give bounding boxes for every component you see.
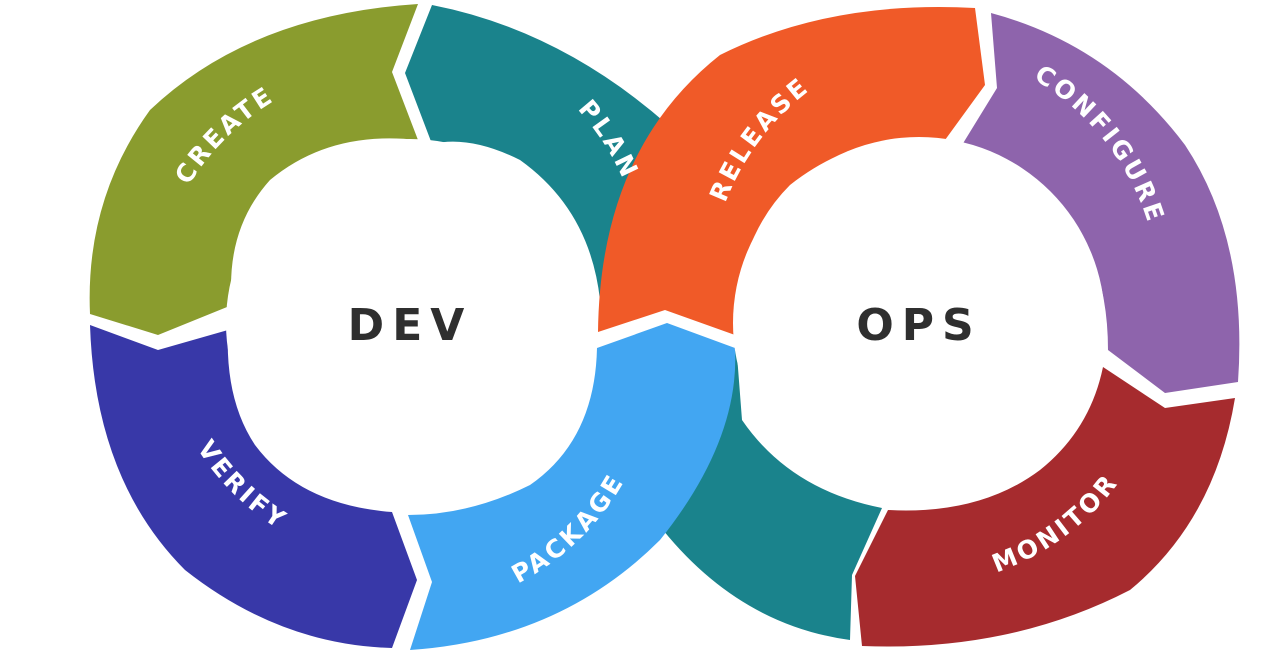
- stage-monitor-segment[interactable]: [855, 367, 1235, 647]
- stage-release-segment[interactable]: [598, 6, 985, 335]
- stage-verify-segment[interactable]: [90, 325, 417, 648]
- stage-create-segment[interactable]: [89, 4, 419, 335]
- dev-hub-label: DEV: [348, 300, 473, 351]
- dev-hub-circle: [226, 139, 594, 507]
- stage-configure-segment[interactable]: [962, 13, 1240, 393]
- ops-hub-label: OPS: [856, 300, 981, 351]
- stage-plan-segment[interactable]: [405, 5, 668, 300]
- ops-hub-circle: [733, 137, 1105, 509]
- stage-package-segment[interactable]: [408, 323, 736, 650]
